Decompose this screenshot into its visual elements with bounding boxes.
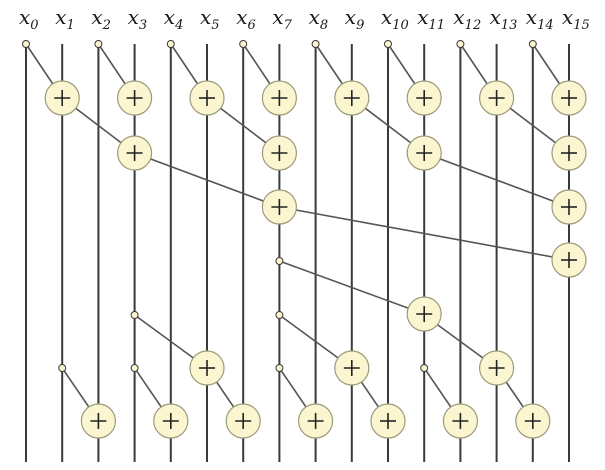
input-label-x5: x5 (200, 5, 220, 33)
adder-x1-stage1 (44, 80, 80, 116)
tap-node-x1 (58, 364, 67, 372)
connector-x7-to-x15 (279, 206, 570, 261)
tap-node-x3 (130, 311, 139, 319)
tap-node-x7 (275, 257, 284, 265)
adder-x15-stage2 (551, 135, 587, 171)
adder-x13-stage6 (479, 350, 515, 386)
tap-node-x11 (420, 364, 429, 372)
adder-x11-stage5 (406, 296, 442, 332)
adder-x9-stage6 (334, 350, 370, 386)
input-label-x15: x15 (562, 5, 590, 33)
connector-x11-to-x15 (423, 152, 570, 208)
adder-x15-stage1 (551, 80, 587, 116)
input-label-x2: x2 (91, 5, 111, 33)
adder-layer (44, 80, 587, 439)
adder-x8-stage7 (298, 403, 334, 439)
input-label-x1: x1 (55, 5, 75, 33)
adder-x6-stage7 (225, 403, 261, 439)
tap-node-x3 (130, 364, 139, 372)
adder-x10-stage7 (370, 403, 406, 439)
adder-x3-stage2 (117, 135, 153, 171)
input-node-x8 (311, 40, 320, 48)
tap-node-x7 (275, 311, 284, 319)
input-label-x13: x13 (490, 5, 518, 33)
adder-x15-stage4 (551, 242, 587, 278)
input-node-x4 (166, 40, 175, 48)
input-label-x9: x9 (345, 5, 365, 33)
tap-node-x7 (275, 364, 284, 372)
input-label-x3: x3 (128, 5, 148, 33)
adder-x14-stage7 (515, 403, 551, 439)
adder-x12-stage7 (442, 403, 478, 439)
adder-x3-stage1 (117, 80, 153, 116)
input-label-x10: x10 (381, 5, 409, 33)
input-node-x2 (94, 40, 103, 48)
adder-x4-stage7 (153, 403, 189, 439)
input-label-x4: x4 (164, 5, 184, 33)
input-label-x6: x6 (236, 5, 256, 33)
adder-x13-stage1 (479, 80, 515, 116)
connector-x3-to-x7 (134, 152, 280, 208)
adder-x7-stage3 (261, 189, 297, 225)
adder-x7-stage1 (261, 80, 297, 116)
adder-x2-stage7 (80, 403, 117, 439)
input-label-x14: x14 (526, 5, 554, 33)
input-node-x6 (239, 40, 248, 48)
input-node-x0 (22, 40, 30, 48)
input-label-x8: x8 (309, 5, 329, 33)
adder-x15-stage3 (551, 189, 587, 225)
adder-x5-stage1 (189, 80, 225, 116)
input-node-x10 (384, 40, 392, 48)
adder-x5-stage6 (189, 350, 225, 386)
adder-x7-stage2 (261, 135, 297, 171)
input-label-x0: x0 (19, 5, 39, 33)
input-node-x14 (528, 40, 537, 48)
adder-x9-stage1 (334, 80, 370, 116)
input-label-layer: x0 x1 x2 x3 x4 x5 x6 x7 x8 x9 x10 x11 x12 x13 x14 x15 (19, 5, 590, 33)
input-label-x12: x12 (453, 5, 481, 33)
connector-x7-to-x11 (279, 260, 425, 315)
adder-x11-stage2 (406, 135, 442, 171)
input-node-x12 (456, 40, 465, 48)
input-label-x7: x7 (272, 5, 292, 33)
adder-x11-stage1 (406, 80, 442, 116)
input-label-x11: x11 (417, 5, 445, 33)
